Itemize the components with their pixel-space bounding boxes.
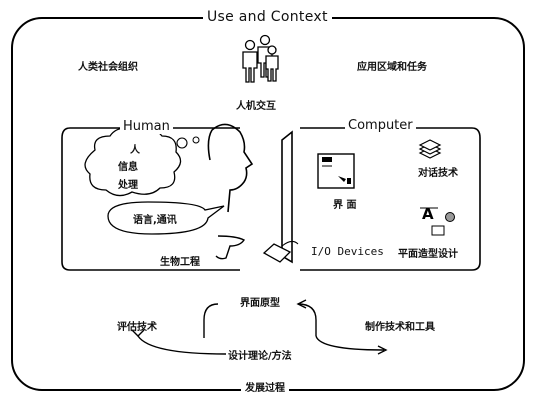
cycle-arrow-icon xyxy=(131,299,388,355)
speech-bubble xyxy=(107,201,225,235)
thought-line-1: 人 xyxy=(130,145,140,156)
thought-bubble-tiny xyxy=(192,136,200,144)
human-head-icon xyxy=(207,123,254,213)
monitor-icon xyxy=(281,130,293,264)
label-graphic-design: 平面造型设计 xyxy=(398,249,458,260)
thought-line-2: 信息 xyxy=(118,162,138,173)
cycle-bottom-design-theory: 设计理论/方法 xyxy=(228,351,292,362)
people-icon xyxy=(242,34,279,83)
interface-window-icon xyxy=(317,153,355,189)
diagram-title: Use and Context xyxy=(203,9,332,25)
stacked-layers-icon xyxy=(418,139,442,159)
label-development-process: 发展过程 xyxy=(241,379,289,394)
svg-text:A: A xyxy=(422,205,434,223)
speech-label: 语言,通讯 xyxy=(133,215,177,226)
thought-bubble-small xyxy=(176,137,188,149)
label-interface: 界 面 xyxy=(333,200,357,211)
label-application-areas: 应用区域和任务 xyxy=(357,62,427,73)
computer-panel xyxy=(300,127,481,271)
thought-line-3: 处理 xyxy=(118,180,138,191)
cycle-right-tools: 制作技术和工具 xyxy=(365,322,435,333)
label-hci: 人机交互 xyxy=(236,101,276,112)
label-io-devices: I/O Devices xyxy=(311,245,384,258)
cycle-top-prototype: 界面原型 xyxy=(240,298,280,309)
label-human-society: 人类社会组织 xyxy=(78,62,138,73)
label-bioengineering: 生物工程 xyxy=(160,257,200,268)
hand-icon xyxy=(215,235,246,260)
human-panel-title: Human xyxy=(120,119,173,134)
cycle-left-evaluation: 评估技术 xyxy=(117,322,157,333)
computer-panel-title: Computer xyxy=(345,118,416,133)
label-dialog-tech: 对话技术 xyxy=(418,168,458,179)
mouse-icon xyxy=(262,240,299,263)
text-graphic-icon: A xyxy=(420,205,455,236)
